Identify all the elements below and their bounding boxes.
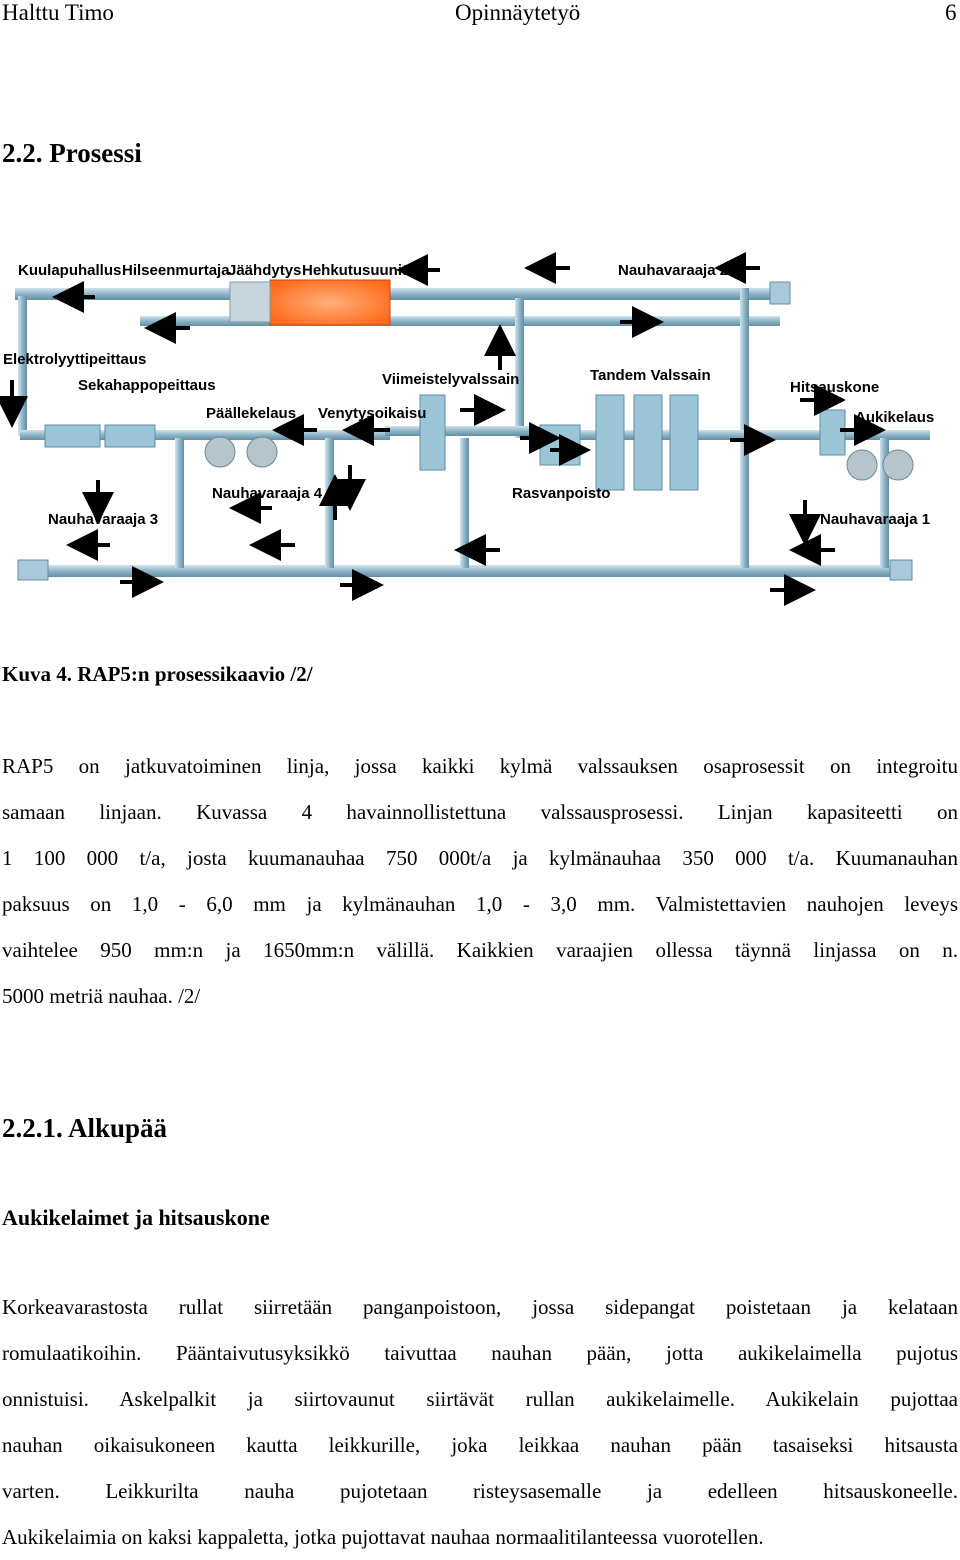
section-title: 2.2. Prosessi bbox=[2, 138, 142, 168]
paragraph-line: 5000 metriä nauhaa. /2/ bbox=[2, 984, 201, 1008]
label-sekahappopeittaus: Sekahappopeittaus bbox=[78, 377, 216, 394]
paragraph-alkupaa: Korkeavarastosta rullat siirretään panga… bbox=[2, 1284, 958, 1560]
subsection-title: 2.2.1. Alkupää bbox=[2, 1113, 168, 1143]
paragraph-line: Aukikelaimia on kaksi kappaletta, jotka … bbox=[2, 1525, 764, 1549]
paragraph-line: vaihtelee 950 mm:n ja 1650mm:n välillä. … bbox=[2, 938, 958, 962]
recoilers bbox=[204, 436, 278, 468]
welder bbox=[819, 409, 846, 456]
label-kuulapuhallus: Kuulapuhallus bbox=[18, 262, 121, 279]
label-nauhavaraaja-4: Nauhavaraaja 4 bbox=[212, 485, 323, 502]
label-hilseenmurtaja: Hilseenmurtaja bbox=[122, 262, 230, 279]
finishing-mill bbox=[419, 394, 446, 471]
label-nauhavaraaja-1: Nauhavaraaja 1 bbox=[820, 511, 930, 528]
label-viimeistelyvalssain: Viimeistelyvalssain bbox=[382, 371, 519, 388]
tandem-mill bbox=[595, 394, 699, 491]
paragraph-line: paksuus on 1,0 - 6,0 mm ja kylmänauhan 1… bbox=[2, 892, 958, 916]
label-aukikelaus: Aukikelaus bbox=[855, 409, 934, 426]
label-paallekelaus: Päällekelaus bbox=[206, 405, 296, 422]
strip-pipes bbox=[15, 281, 930, 581]
paragraph-line: romulaatikoihin. Pääntaivutusyksikkö tai… bbox=[2, 1341, 958, 1365]
uncoilers bbox=[846, 449, 914, 481]
label-tandem-valssain: Tandem Valssain bbox=[590, 367, 711, 384]
label-hehkutusuunit: Hehkutusuunit bbox=[302, 262, 407, 279]
flow-arrows bbox=[0, 252, 886, 606]
paragraph-line: nauhan oikaisukoneen kautta leikkurille,… bbox=[2, 1433, 958, 1457]
label-rasvanpoisto: Rasvanpoisto bbox=[512, 485, 610, 502]
subheading: Aukikelaimet ja hitsauskone bbox=[2, 1205, 270, 1230]
pickling-tanks bbox=[44, 424, 156, 448]
header-author: Halttu Timo bbox=[2, 0, 114, 25]
paragraph-intro: RAP5 on jatkuvatoiminen linja, jossa kai… bbox=[2, 743, 958, 1019]
degreasing bbox=[539, 424, 581, 466]
label-nauhavaraaja-2: Nauhavaraaja 2 bbox=[618, 262, 728, 279]
paragraph-line: 1 100 000 t/a, josta kuumanauhaa 750 000… bbox=[2, 846, 958, 870]
paragraph-line: RAP5 on jatkuvatoiminen linja, jossa kai… bbox=[2, 754, 958, 778]
figure-caption: Kuva 4. RAP5:n prosessikaavio /2/ bbox=[2, 662, 313, 686]
paragraph-line: varten. Leikkurilta nauha pujotetaan ris… bbox=[2, 1479, 958, 1503]
header-doc-type: Opinnäytetyö bbox=[455, 0, 581, 25]
process-diagram: Kuulapuhallus Hilseenmurtaja Jäähdytys H… bbox=[0, 252, 934, 606]
paragraph-line: samaan linjaan. Kuvassa 4 havainnolliste… bbox=[2, 800, 958, 824]
paragraph-line: onnistuisi. Askelpalkit ja siirtovaunut … bbox=[2, 1387, 958, 1411]
header-page-number: 6 bbox=[945, 0, 957, 25]
label-hitsauskone: Hitsauskone bbox=[790, 379, 879, 396]
furnace bbox=[229, 279, 391, 326]
label-jaahdytys: Jäähdytys bbox=[228, 262, 301, 279]
paragraph-line: Korkeavarastosta rullat siirretään panga… bbox=[2, 1295, 958, 1319]
label-elektrolyyttipeittaus: Elektrolyyttipeittaus bbox=[3, 351, 146, 368]
label-nauhavaraaja-3: Nauhavaraaja 3 bbox=[48, 511, 158, 528]
label-venytysoikaisu: Venytysoikaisu bbox=[318, 405, 426, 422]
